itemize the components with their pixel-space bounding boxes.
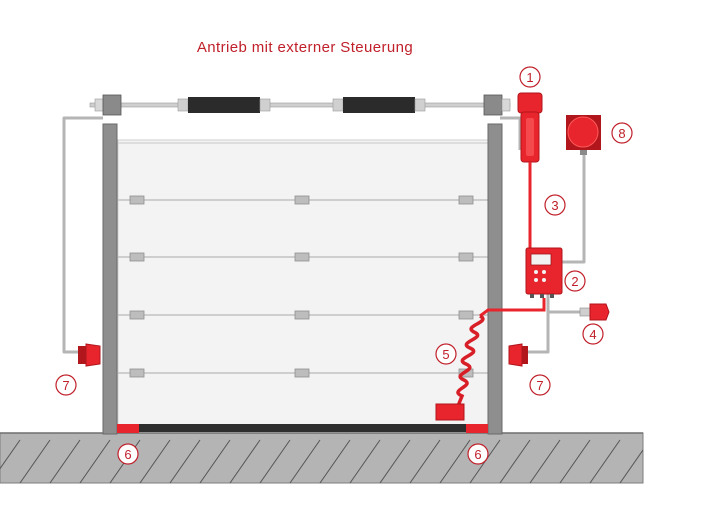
callout-6-right: 6 (467, 443, 489, 465)
ground (0, 432, 644, 484)
callout-7-right: 7 (529, 374, 551, 396)
spring-left (177, 97, 271, 113)
callout-5: 5 (435, 343, 457, 365)
door-panel (117, 139, 489, 432)
callout-8: 8 (611, 122, 633, 144)
torsion-shaft (89, 94, 511, 116)
safety-edge-icon (117, 424, 488, 433)
spring-right (332, 97, 426, 113)
safety-edge-transmitter-icon (435, 403, 465, 421)
diagram-title: Antrieb mit externer Steuerung (197, 39, 413, 56)
callout-6-right-label: 6 (474, 447, 481, 462)
callout-1-label: 1 (526, 70, 533, 85)
callout-5-label: 5 (442, 347, 449, 362)
spiral-cable-icon (456, 298, 546, 407)
callout-1: 1 (519, 66, 541, 88)
control-box-icon (525, 247, 563, 298)
callout-7-left: 7 (55, 374, 77, 396)
callout-7-right-label: 7 (536, 378, 543, 393)
photocell-right-icon (508, 343, 528, 367)
callout-6-left: 6 (117, 443, 139, 465)
door-frame (102, 123, 503, 435)
callout-3: 3 (544, 194, 566, 216)
callout-2-label: 2 (571, 274, 578, 289)
power-plug-icon (579, 303, 610, 321)
callout-6-left-label: 6 (124, 447, 131, 462)
callout-4: 4 (582, 323, 604, 345)
callout-8-label: 8 (618, 126, 625, 141)
callout-4-label: 4 (589, 327, 596, 342)
warning-light-icon (566, 115, 601, 155)
callout-7-left-label: 7 (62, 378, 69, 393)
drive-motor-icon (517, 92, 543, 163)
callout-3-label: 3 (551, 198, 558, 213)
callout-2: 2 (564, 270, 586, 292)
photocell-left-icon (78, 343, 101, 367)
